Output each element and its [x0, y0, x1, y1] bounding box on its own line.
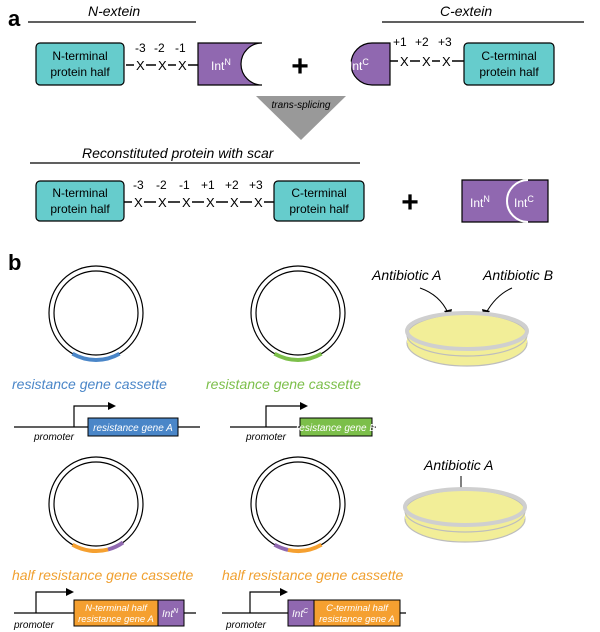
residue-plus1: +1: [393, 35, 407, 49]
antibiotic-a-arrow-top: [419, 287, 449, 314]
antibiotic-a-label-bottom: Antibiotic A: [423, 457, 494, 473]
c-half-line1: C-terminal half: [326, 603, 389, 614]
plasmid-a: [48, 265, 144, 362]
c-half-line2: resistance gene A: [319, 614, 395, 625]
gene-b-label: resistance gene B: [296, 423, 376, 434]
half-cassette-c-label: half resistance gene cassette: [222, 567, 404, 583]
svg-text:X: X: [178, 58, 187, 73]
trans-splicing-arrow: trans-splicing: [256, 96, 346, 140]
svg-text:X: X: [230, 195, 239, 210]
panel-a-label: a: [8, 6, 21, 31]
svg-text:X: X: [134, 195, 143, 210]
petri-dish-bottom: [403, 487, 527, 543]
int-n-label: IntN: [211, 57, 231, 73]
residue-minus2: -2: [154, 41, 165, 55]
scar-chain: X X X X X X: [124, 195, 274, 210]
complex-int-n-label: IntN: [470, 194, 490, 210]
residue-plus2: +2: [415, 35, 429, 49]
construct-a: resistance gene A promoter: [14, 402, 200, 443]
cassette-b-label: resistance gene cassette: [206, 376, 361, 392]
int-c-shape: IntC: [349, 42, 391, 86]
construct-b: resistance gene B promoter: [230, 402, 376, 443]
half-cassette-n-label: half resistance gene cassette: [12, 567, 194, 583]
reconstituted-c-terminal-box: C-terminal protein half: [273, 180, 365, 222]
c-terminal-protein-box: C-terminal protein half: [463, 42, 555, 86]
n-extein-title: N-extein: [88, 3, 140, 19]
n-extein-chain: X X X: [126, 58, 198, 73]
svg-text:X: X: [422, 54, 431, 69]
promoter-c-half-label: promoter: [225, 620, 267, 631]
antibiotic-b-arrow-top: [485, 287, 513, 314]
svg-text:X: X: [400, 54, 409, 69]
scar-residue-plus3: +3: [249, 178, 263, 192]
scar-residue-plus2: +2: [225, 178, 239, 192]
scar-residue-minus2: -2: [156, 178, 167, 192]
cassette-a-label: resistance gene cassette: [12, 376, 167, 392]
n-terminal-protein-box: N-terminal protein half: [35, 42, 125, 86]
promoter-a-label: promoter: [33, 432, 75, 443]
n-half-line2: resistance gene A: [78, 614, 154, 625]
svg-text:X: X: [136, 58, 145, 73]
svg-text:X: X: [442, 54, 451, 69]
residue-minus1: -1: [175, 41, 186, 55]
svg-text:X: X: [158, 58, 167, 73]
int-c-gene-label: IntC: [292, 608, 309, 620]
c-extein-title: C-extein: [440, 3, 492, 19]
svg-text:X: X: [206, 195, 215, 210]
trans-splicing-label: trans-splicing: [272, 100, 331, 111]
residue-plus3: +3: [438, 35, 452, 49]
reconstituted-n-terminal-box: N-terminal protein half: [35, 180, 125, 222]
svg-text:X: X: [158, 195, 167, 210]
svg-text:protein half: protein half: [289, 202, 349, 216]
c-terminal-line1: C-terminal: [481, 49, 536, 63]
int-n-shape: IntN: [197, 42, 263, 86]
scar-residue-minus1: -1: [179, 178, 190, 192]
plasmid-half-n: [48, 456, 144, 554]
svg-text:X: X: [182, 195, 191, 210]
scar-residue-minus3: -3: [133, 178, 144, 192]
n-half-line1: N-terminal half: [85, 603, 148, 614]
plasmid-half-c: [250, 456, 346, 553]
construct-n-half: N-terminal half resistance gene A IntN p…: [13, 588, 196, 631]
panel-b-label: b: [8, 250, 21, 275]
int-n-c-complex: IntN IntC: [461, 179, 549, 223]
svg-text:N-terminal: N-terminal: [52, 186, 107, 200]
n-terminal-line2: protein half: [50, 65, 110, 79]
antibiotic-b-label-top: Antibiotic B: [482, 267, 553, 283]
int-n-gene-label: IntN: [162, 608, 179, 620]
reconstituted-title: Reconstituted protein with scar: [82, 145, 275, 161]
c-extein-chain: X X X: [390, 54, 464, 69]
plus-sign-1: +: [291, 50, 309, 83]
promoter-n-half-label: promoter: [13, 620, 55, 631]
svg-text:C-terminal: C-terminal: [291, 186, 346, 200]
gene-a-label: resistance gene A: [93, 423, 173, 434]
plasmid-b: [250, 265, 346, 362]
int-c-label: IntC: [349, 57, 369, 73]
residue-minus3: -3: [135, 41, 146, 55]
complex-int-c-label: IntC: [514, 194, 534, 210]
svg-text:protein half: protein half: [50, 202, 110, 216]
construct-c-half: IntC C-terminal half resistance gene A p…: [222, 588, 406, 631]
n-terminal-line1: N-terminal: [52, 49, 107, 63]
petri-dish-top: [405, 311, 529, 367]
promoter-b-label: promoter: [245, 432, 287, 443]
plus-sign-2: +: [401, 186, 419, 219]
antibiotic-a-label-top: Antibiotic A: [371, 267, 442, 283]
c-terminal-line2: protein half: [479, 65, 539, 79]
scar-residue-plus1: +1: [201, 178, 215, 192]
svg-text:X: X: [254, 195, 263, 210]
